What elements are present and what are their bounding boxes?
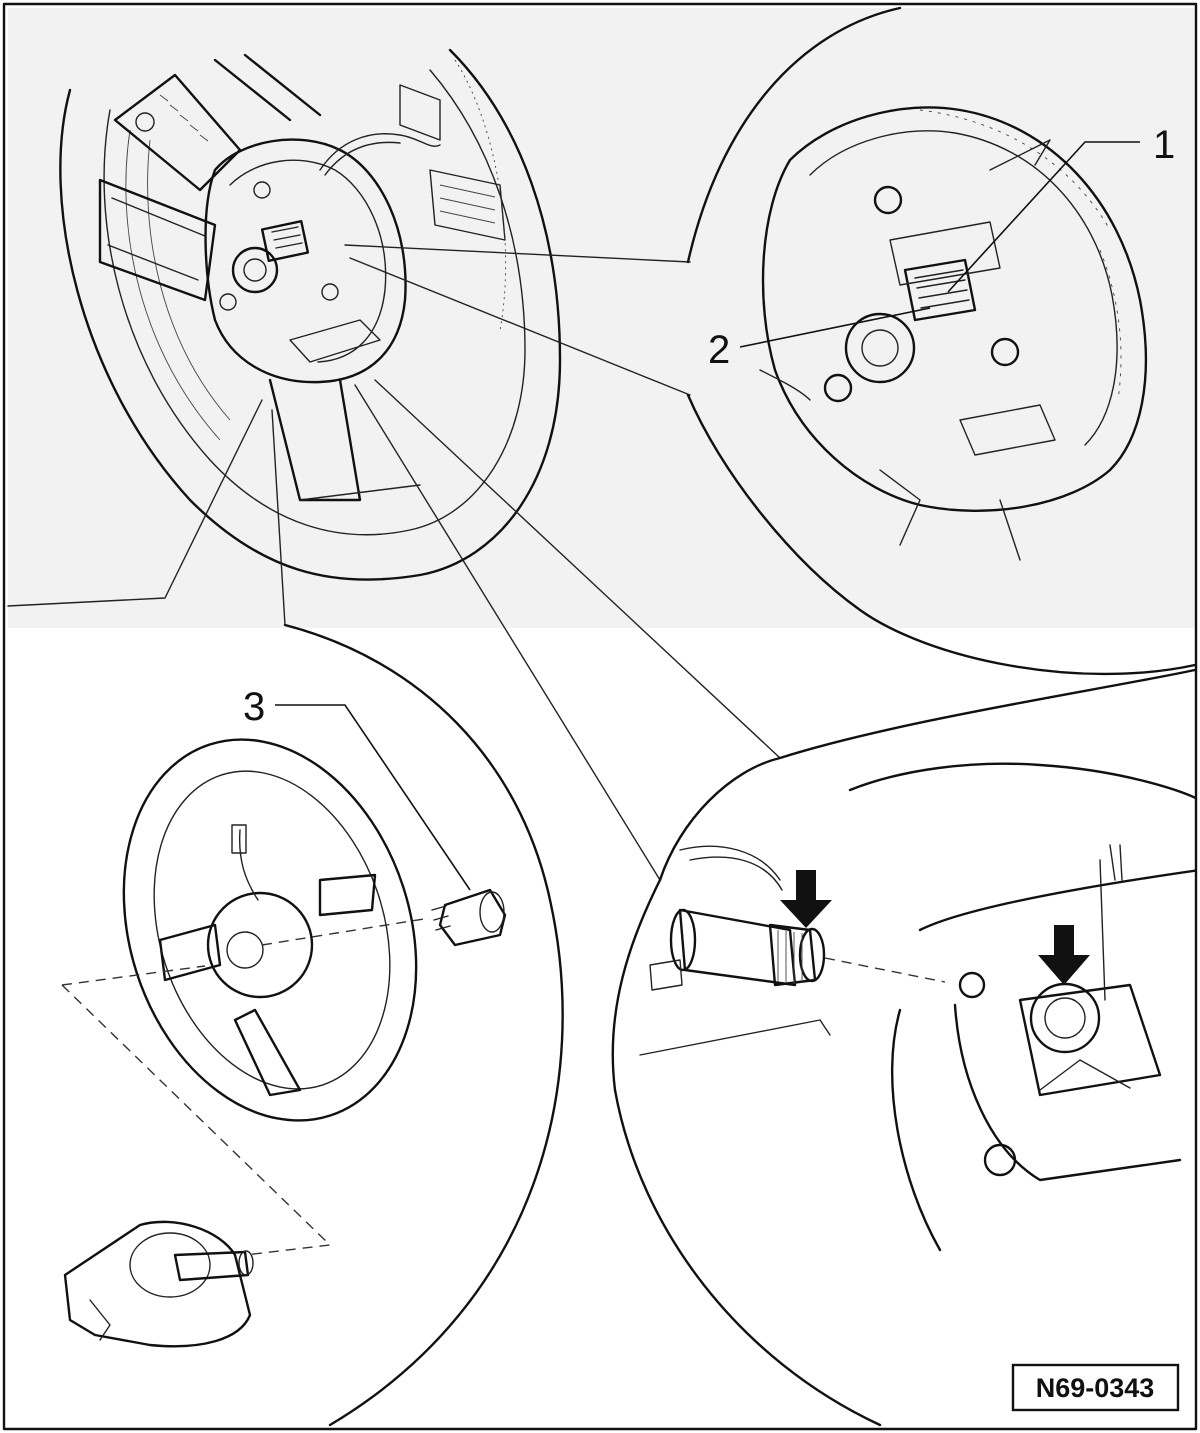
callout-2-leader <box>739 307 931 348</box>
down-arrow-icon <box>1038 925 1090 985</box>
column-switch <box>649 959 683 991</box>
removed-wheel-rim-outer <box>122 738 418 1122</box>
detail-view-wheel-removal <box>61 623 564 1427</box>
hub-screw-right <box>321 283 339 301</box>
dashboard-panel <box>429 169 506 241</box>
wheel-rim-outer <box>59 48 562 581</box>
figure-reference-code: N69-0343 <box>1036 1373 1155 1403</box>
projection-lines <box>7 244 781 881</box>
detail-circle-edge-left <box>611 878 882 1427</box>
wheel-back-hub-edge <box>953 1003 1182 1182</box>
column-tube <box>678 908 797 987</box>
alignment-axis-line <box>824 957 946 983</box>
removed-wheel-right-spoke <box>318 873 377 917</box>
removed-wheel-wire <box>238 829 259 901</box>
main-steering-wheel-view <box>59 48 562 581</box>
callout-2: 2 <box>708 328 730 372</box>
removed-wheel-lower-spoke <box>233 1008 302 1097</box>
detail-connector-plug <box>903 258 977 322</box>
hub-connector <box>260 219 310 263</box>
axis-line-nut <box>261 917 431 946</box>
wheel-back-hub-plate <box>1018 983 1162 1097</box>
top-shaded-panel <box>8 8 1195 628</box>
detail-hub-cover <box>761 106 1148 512</box>
top-spoke-edge-b <box>243 53 322 117</box>
hub-screw-top <box>253 181 271 199</box>
detail-circle-edge-left <box>686 6 902 264</box>
left-spoke <box>98 178 217 302</box>
detail-circle-edge-top <box>658 668 1197 882</box>
detail-view-hub-connector <box>686 6 1197 676</box>
down-arrow-icon <box>780 870 832 928</box>
detail-screw-right <box>990 337 1020 367</box>
wheel-back-spoke-top <box>918 868 1195 932</box>
hub-nut <box>438 888 507 947</box>
detail-view-spline-alignment <box>611 668 1197 1427</box>
callout-1: 1 <box>1153 123 1175 167</box>
removed-wheel-left-spoke <box>158 923 222 982</box>
hub-nut-thread <box>431 905 451 931</box>
hub-shaft-bore <box>231 246 279 294</box>
detail-screw-left <box>823 373 853 403</box>
wheel-back-screw-top <box>958 971 986 999</box>
wheel-back-rim-top <box>848 762 1195 802</box>
hub-screw-left <box>219 293 237 311</box>
hub-back-cover <box>204 138 407 384</box>
detail-wire <box>989 139 1051 171</box>
wheel-back-screw-bottom <box>983 1143 1017 1177</box>
wheel-back-wire <box>1099 859 1106 1001</box>
detail-circle-edge-right <box>283 623 564 1427</box>
figure-reference-box: N69-0343 <box>1011 1363 1180 1412</box>
dashboard-vent <box>399 84 441 141</box>
wheel-back-spline-bore <box>1029 982 1101 1054</box>
wheel-back-spoke-left <box>890 1008 942 1252</box>
axis-line-left <box>61 965 206 986</box>
removed-wheel-hub <box>206 891 314 999</box>
removed-wheel-rim-inner <box>153 770 391 1090</box>
top-spoke-edge-a <box>213 58 292 122</box>
detail-screw-top <box>873 185 903 215</box>
hub-wire <box>319 133 441 171</box>
wheel-rim-inner <box>103 69 526 536</box>
detail-shaft-bore <box>844 312 916 384</box>
callout-3-leader <box>275 704 471 891</box>
lower-spoke <box>268 378 362 502</box>
detail-circle-edge-bottom <box>686 393 1197 676</box>
clock-spring-housing <box>63 1220 252 1348</box>
axis-line-lower <box>61 984 332 1256</box>
callout-3: 3 <box>243 685 265 729</box>
callout-1-leader <box>947 141 1140 293</box>
